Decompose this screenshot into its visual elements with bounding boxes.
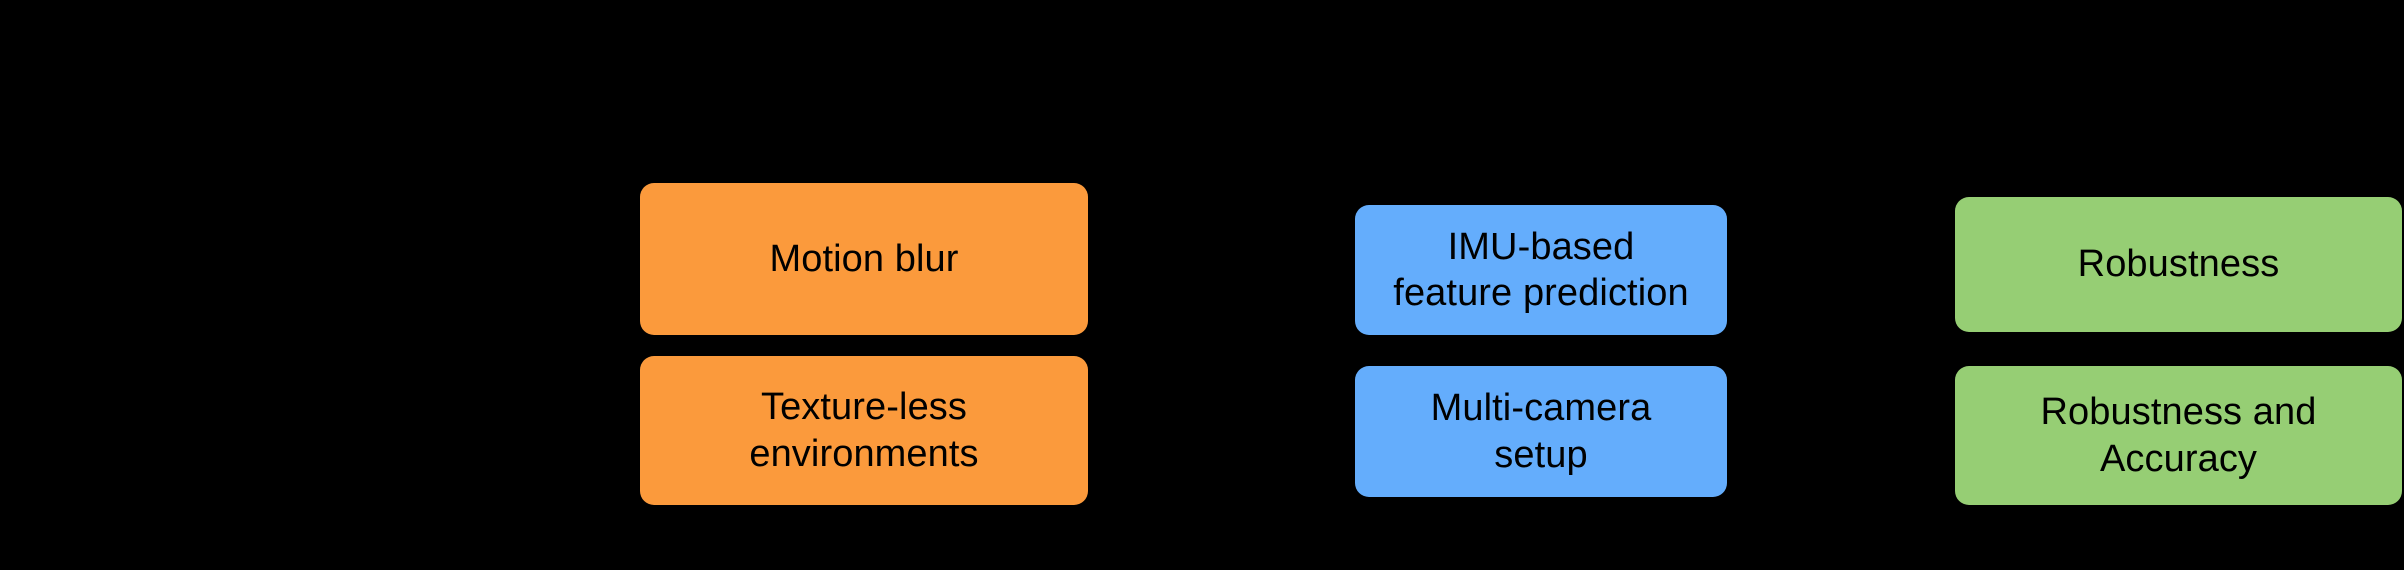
- node-imu-based-feature-prediction[interactable]: IMU-based feature prediction: [1355, 205, 1727, 335]
- node-robustness-and-accuracy[interactable]: Robustness and Accuracy: [1955, 366, 2402, 505]
- node-multi-camera-setup[interactable]: Multi-camera setup: [1355, 366, 1727, 497]
- node-robustness[interactable]: Robustness: [1955, 197, 2402, 332]
- node-motion-blur[interactable]: Motion blur: [640, 183, 1088, 335]
- node-texture-less-environments[interactable]: Texture-less environments: [640, 356, 1088, 505]
